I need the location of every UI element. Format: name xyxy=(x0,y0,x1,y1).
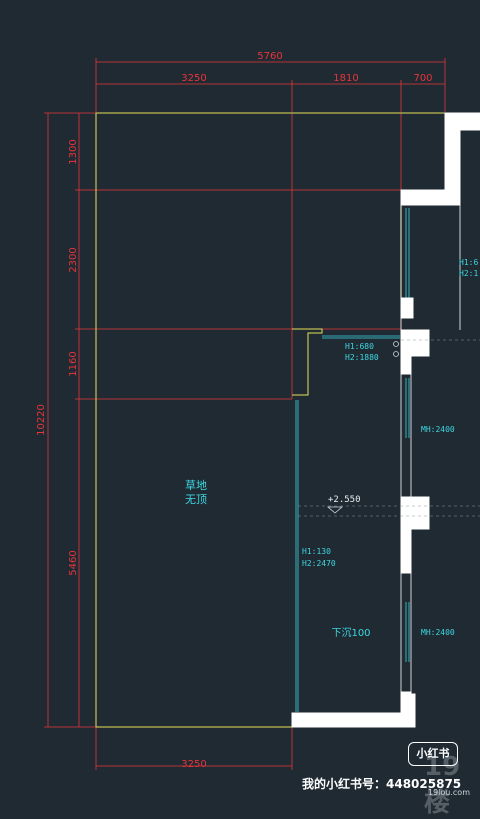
cyan-windows xyxy=(295,208,410,712)
label-no-roof: 无顶 xyxy=(185,493,207,506)
column-mark xyxy=(393,341,399,347)
label-mh-lower: MH:2400 xyxy=(421,628,455,637)
dim-left-seg1: 1300 xyxy=(68,139,79,164)
dim-bottom: 3250 xyxy=(181,759,206,770)
dim-left-seg2: 2300 xyxy=(68,247,79,272)
dim-top-total: 5760 xyxy=(257,51,282,62)
dim-top-seg2: 1810 xyxy=(333,73,358,84)
dim-top-seg3: 700 xyxy=(413,73,432,84)
dim-left-seg3: 1160 xyxy=(68,351,79,376)
elevation-marker xyxy=(326,506,344,514)
dim-top-seg1: 3250 xyxy=(181,73,206,84)
label-elevation: +2.550 xyxy=(328,495,361,505)
label-h1-top: H1:680 xyxy=(345,342,374,351)
white-walls xyxy=(291,112,480,728)
label-edge-h2: H2:1 xyxy=(459,269,478,278)
label-h2-left: H2:2470 xyxy=(302,559,336,568)
red-grid xyxy=(96,113,445,400)
label-h1-left: H1:130 xyxy=(302,547,331,556)
xiaohongshu-badge: 小红书 xyxy=(408,742,458,766)
label-h2-top: H2:1880 xyxy=(345,353,379,362)
site-url-watermark: 19lou.com xyxy=(428,788,470,797)
column-mark xyxy=(393,351,399,357)
dim-left-total: 10220 xyxy=(36,404,47,436)
label-edge-h1: H1:6 xyxy=(459,258,478,267)
label-mh-upper: MH:2400 xyxy=(421,425,455,434)
bottom-dimension-lines xyxy=(95,727,293,770)
top-dimension-lines xyxy=(95,58,446,112)
elevation-line xyxy=(298,339,480,517)
wall-outline-lines xyxy=(400,205,461,727)
label-sunken: 下沉100 xyxy=(331,626,370,639)
xiaohongshu-id-text: 我的小红书号：448025875 xyxy=(302,777,462,791)
label-grass: 草地 xyxy=(185,479,207,492)
dim-left-seg4: 5460 xyxy=(68,550,79,575)
left-dimension-lines xyxy=(44,112,96,728)
yellow-outline xyxy=(95,112,445,728)
